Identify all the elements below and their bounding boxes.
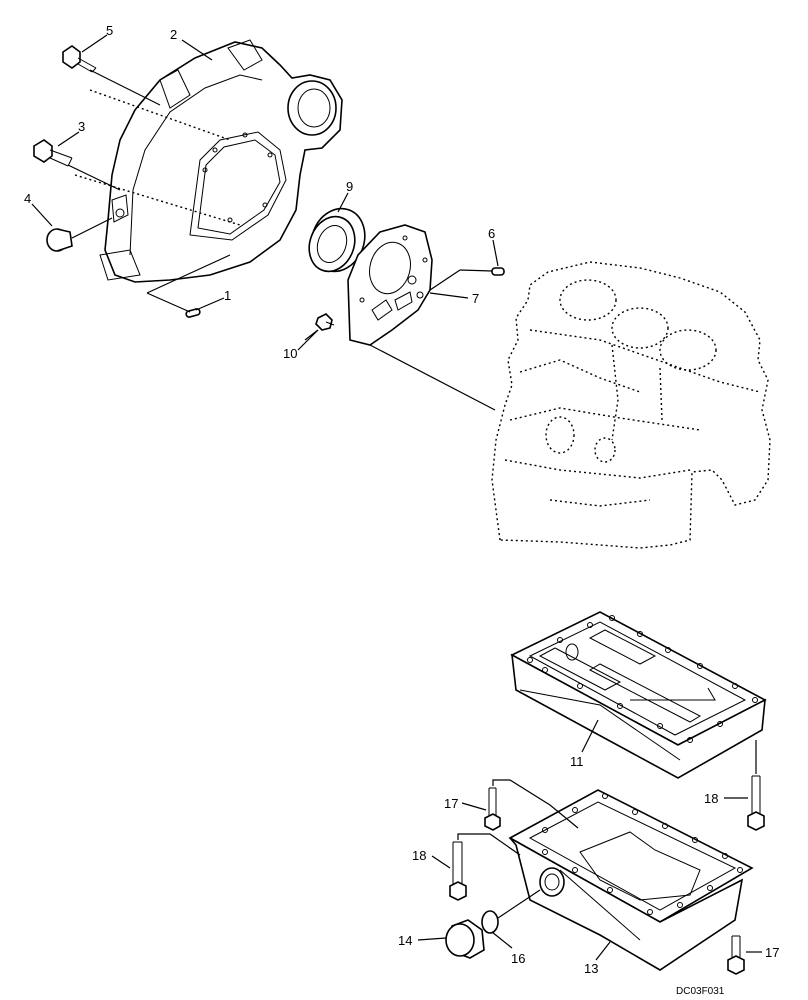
callout-3: 3 bbox=[78, 119, 85, 134]
pin-1 bbox=[185, 308, 201, 318]
drawing-code: DC03F031 bbox=[676, 986, 725, 997]
callout-6: 6 bbox=[488, 226, 495, 241]
engine-block-outline bbox=[491, 261, 771, 549]
bolt-10 bbox=[315, 313, 335, 331]
callout-18-right: 18 bbox=[704, 791, 718, 806]
rear-plate-7 bbox=[347, 224, 433, 346]
bolt-17-bottom bbox=[727, 935, 745, 975]
callout-14: 14 bbox=[398, 933, 412, 948]
flywheel-housing bbox=[99, 39, 343, 283]
callout-16: 16 bbox=[511, 951, 525, 966]
callout-7: 7 bbox=[472, 291, 479, 306]
o-ring-16 bbox=[481, 910, 499, 934]
callout-11: 11 bbox=[570, 754, 584, 769]
callout-17-top: 17 bbox=[444, 796, 458, 811]
bolt-18-left bbox=[449, 841, 467, 901]
oil-seal-9 bbox=[308, 207, 366, 273]
bolt-5 bbox=[62, 45, 97, 73]
callout-4: 4 bbox=[24, 191, 31, 206]
callout-5: 5 bbox=[106, 23, 113, 38]
callout-1: 1 bbox=[224, 288, 231, 303]
bolt-18-right bbox=[747, 775, 765, 831]
bolt-17-top bbox=[484, 787, 501, 831]
callout-17-bottom: 17 bbox=[765, 945, 779, 960]
oil-pan-lower-13 bbox=[508, 789, 754, 971]
oil-pan-upper-11 bbox=[510, 611, 767, 779]
callout-9: 9 bbox=[346, 179, 353, 194]
drain-plug-14 bbox=[445, 919, 485, 959]
callout-18-left: 18 bbox=[412, 848, 426, 863]
bolt-3 bbox=[33, 139, 73, 167]
pin-6 bbox=[491, 267, 505, 276]
callout-10: 10 bbox=[283, 346, 297, 361]
callout-2: 2 bbox=[170, 27, 177, 42]
callout-13: 13 bbox=[584, 961, 598, 976]
plug-4 bbox=[46, 228, 73, 252]
